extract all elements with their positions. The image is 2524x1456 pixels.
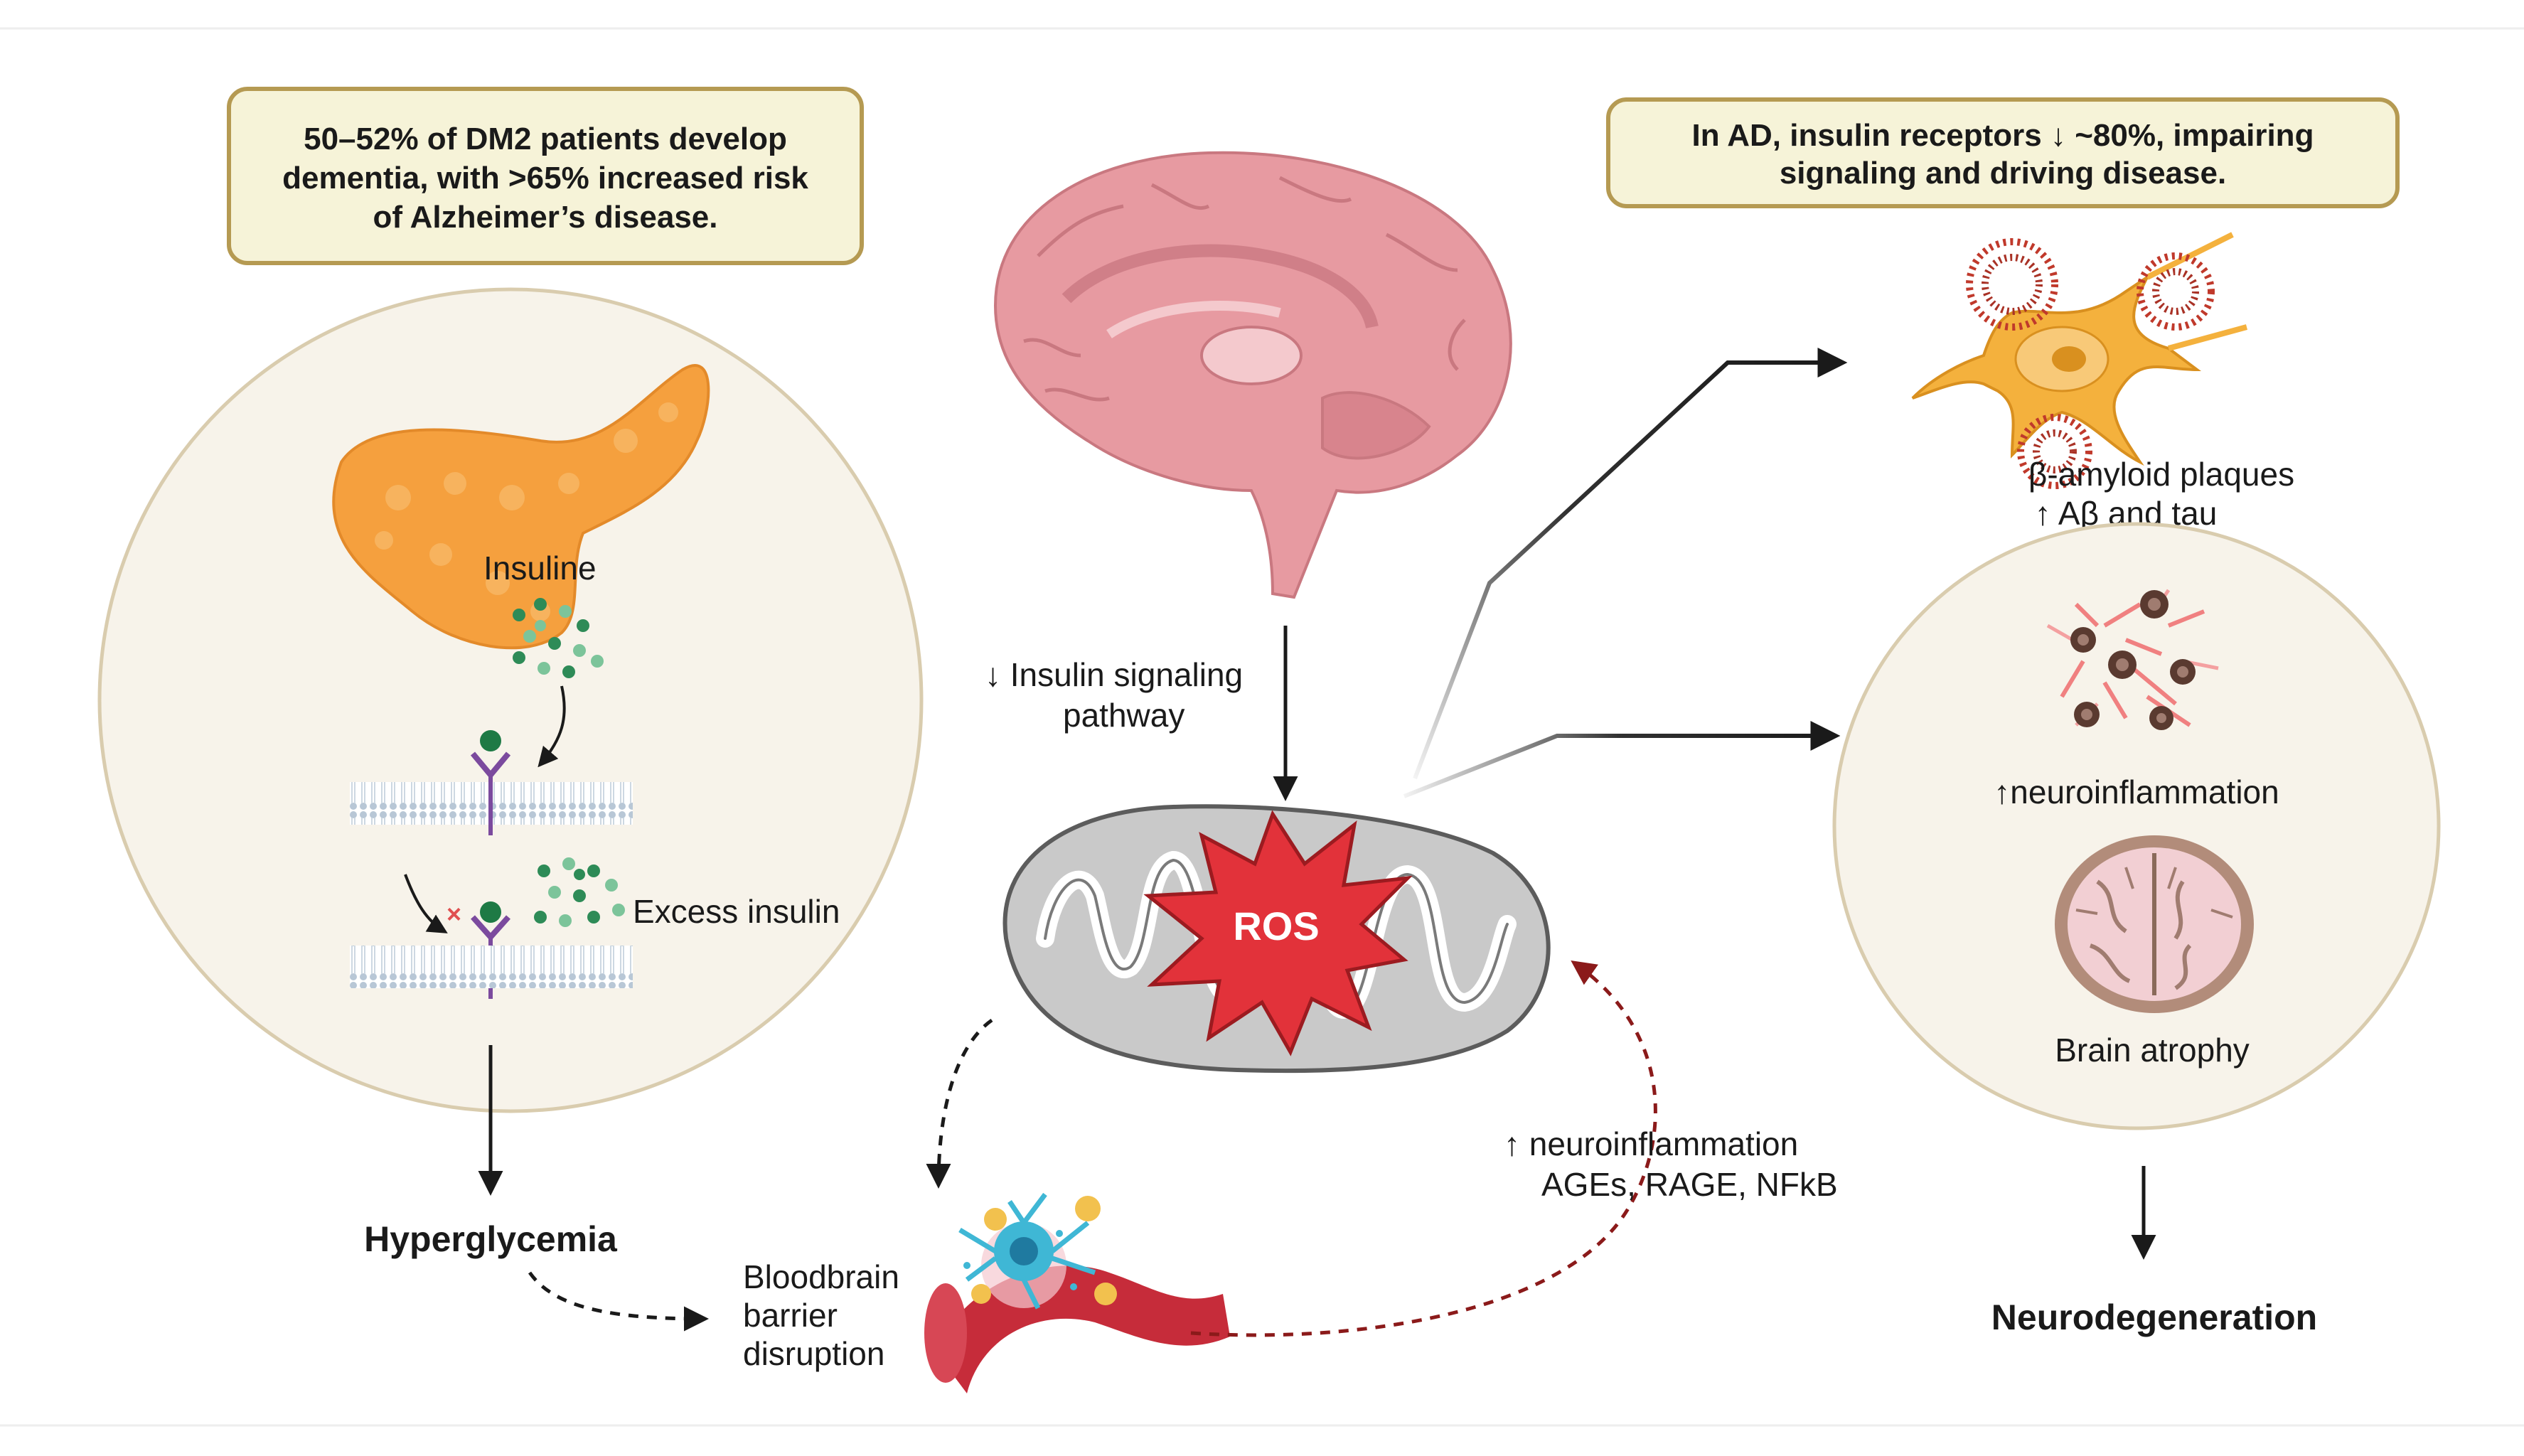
brain-sagittal-icon: [993, 151, 1512, 599]
neuroinflammation-label: ↑neuroinflammation: [1994, 774, 2279, 810]
hyperglycemia-label: Hyperglycemia: [364, 1219, 618, 1259]
right-callout-line-2: signaling and driving disease.: [1780, 156, 2226, 191]
pancreas-circle: Insuline ×: [97, 287, 924, 1113]
blood-brain-barrier-icon: [924, 1192, 1230, 1393]
amyloid-label-line-1: β-amyloid plaques: [2028, 456, 2294, 493]
ros-burst-icon: ROS: [1143, 810, 1413, 1056]
microglia-cluster-icon: [2046, 589, 2219, 730]
bbb-label-line-3: disruption: [743, 1335, 884, 1372]
blocked-insulin-arrow: [404, 874, 448, 933]
bbb-label-line-1: Bloodbrain: [743, 1258, 899, 1295]
amyloid-neuron-icon: [1911, 232, 2248, 489]
feedback-label-line-1: ↑ neuroinflammation: [1504, 1125, 1798, 1162]
insulin-receptor-bound-icon: [470, 730, 511, 835]
neurodegeneration-label: Neurodegeneration: [1991, 1297, 2317, 1337]
left-callout-line-2: dementia, with >65% increased risk: [282, 161, 808, 196]
ros-label: ROS: [1233, 904, 1319, 948]
insuline-label: Insuline: [483, 550, 597, 587]
cell-membrane-bottom: [350, 946, 633, 988]
excess-insulin-label: Excess insulin: [633, 893, 840, 930]
block-x-icon: ×: [446, 899, 461, 928]
insulin-dots-cluster: [513, 598, 604, 678]
insulin-signaling-label-line-2: pathway: [1063, 697, 1185, 734]
right-callout-line-1: In AD, insulin receptors ↓ ~80%, impairi…: [1692, 118, 2314, 153]
hyperglycemia-to-bbb-arrow: [528, 1271, 709, 1332]
neuroinflammation-circle: ↑neuroinflammation Brain atrophy: [1832, 522, 2441, 1130]
brain-atrophy-icon: [2055, 835, 2254, 1013]
right-callout: In AD, insulin receptors ↓ ~80%, impairi…: [1606, 97, 2400, 208]
neuroinflammation-feedback-arrow: [1190, 960, 1657, 1337]
brain-atrophy-label: Brain atrophy: [2055, 1032, 2250, 1069]
mitochondria-to-bbb-arrow: [926, 1018, 993, 1189]
left-callout-line-1: 50–52% of DM2 patients develop: [304, 122, 787, 156]
excess-insulin-dots: [534, 857, 625, 927]
feedback-label-line-2: AGEs, RAGE, NFkB: [1541, 1166, 1838, 1203]
left-callout: 50–52% of DM2 patients develop dementia,…: [227, 87, 864, 265]
ros-to-neuroinflammation-arrow: [1403, 721, 1841, 798]
left-callout-line-3: of Alzheimer’s disease.: [373, 200, 717, 235]
pancreas-icon: [332, 364, 710, 650]
ros-to-amyloid-arrow: [1413, 348, 1848, 780]
insulin-to-receptor-arrow: [538, 685, 566, 768]
insulin-signaling-label-line-1: ↓ Insulin signaling: [985, 656, 1243, 693]
bbb-label-line-2: barrier: [743, 1297, 838, 1334]
